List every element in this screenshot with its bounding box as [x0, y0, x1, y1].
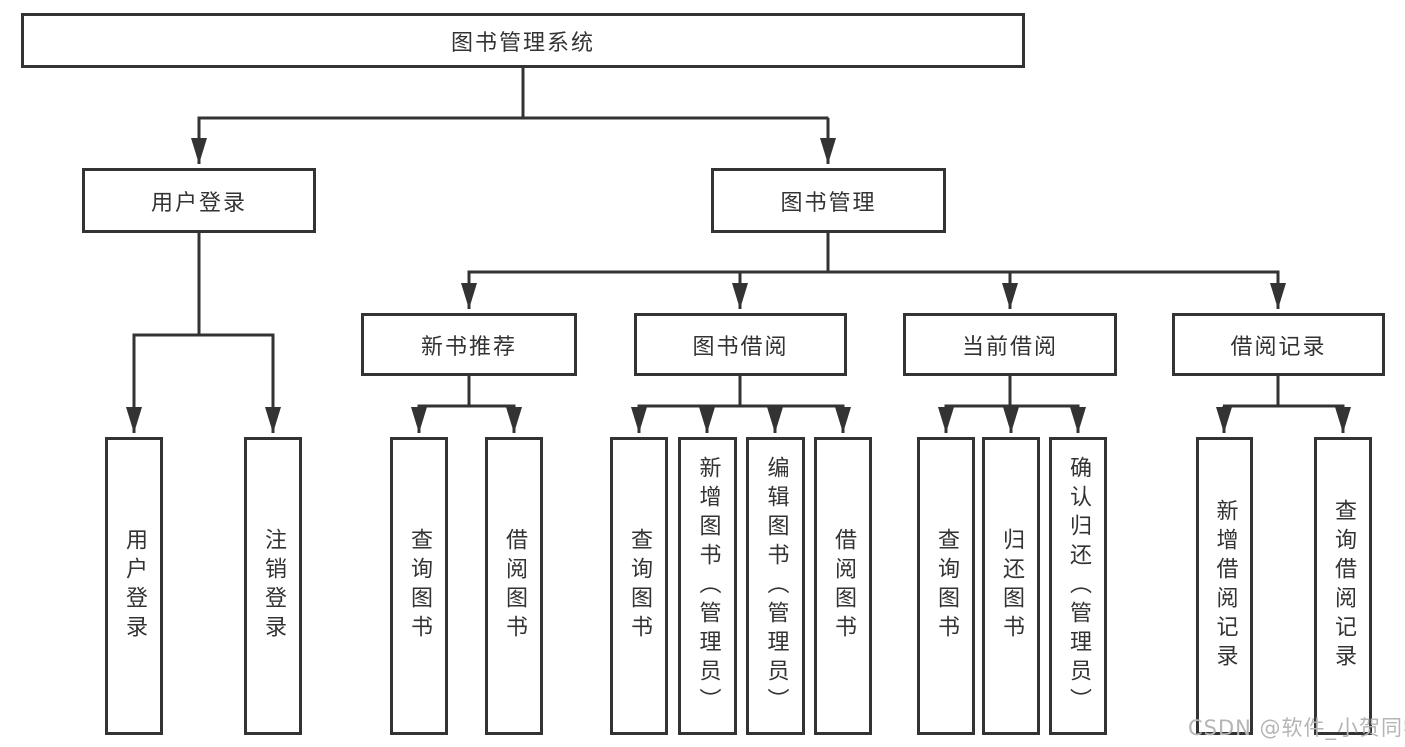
node-current-borrow-label: 当前借阅	[961, 334, 1058, 360]
node-book-borrow-label: 图书借阅	[692, 334, 789, 360]
node-root: 图书管理系统	[21, 13, 1025, 68]
leaf-query-books-recommend-label: 查询图书	[407, 528, 432, 644]
leaf-return-books: 归还图书	[982, 437, 1040, 735]
leaf-add-books-admin-label: 新增图书（管理员）	[695, 455, 721, 717]
leaf-borrow-books-recommend: 借阅图书	[485, 437, 543, 735]
leaf-confirm-return-admin-label: 确认归还（管理员）	[1066, 455, 1091, 717]
node-book-management-label: 图书管理	[780, 190, 877, 216]
leaf-user-login: 用户登录	[105, 437, 163, 735]
leaf-query-borrow-record: 查询借阅记录	[1314, 437, 1372, 735]
connector-book-borrow	[631, 376, 851, 433]
connector-user-login	[126, 233, 281, 433]
leaf-query-books-current: 查询图书	[917, 437, 975, 735]
node-book-borrow: 图书借阅	[634, 313, 847, 376]
connector-current-borrow	[938, 376, 1086, 433]
connector-borrow-records	[1216, 376, 1351, 433]
leaf-user-login-label: 用户登录	[122, 528, 147, 644]
leaf-logout-label: 注销登录	[261, 528, 286, 644]
leaf-borrow-books: 借阅图书	[814, 437, 872, 735]
csdn-watermark: CSDN @软件_小贺同学	[1188, 716, 1405, 740]
leaf-edit-books-admin-label: 编辑图书（管理员）	[763, 455, 789, 717]
connector-root	[191, 68, 836, 164]
leaf-add-borrow-record: 新增借阅记录	[1196, 437, 1253, 735]
leaf-query-borrow-record-label: 查询借阅记录	[1331, 499, 1356, 673]
node-user-login: 用户登录	[82, 168, 316, 233]
leaf-query-books-borrow-label: 查询图书	[627, 528, 652, 644]
node-borrow-records-label: 借阅记录	[1230, 334, 1327, 360]
leaf-confirm-return-admin: 确认归还（管理员）	[1049, 437, 1107, 735]
leaf-borrow-books-recommend-label: 借阅图书	[502, 528, 527, 644]
leaf-query-books-recommend: 查询图书	[390, 437, 448, 735]
leaf-add-borrow-record-label: 新增借阅记录	[1212, 499, 1238, 673]
leaf-query-books-current-label: 查询图书	[934, 528, 959, 644]
connector-new-book-recommend	[411, 376, 522, 433]
node-root-label: 图书管理系统	[450, 30, 595, 56]
node-new-book-recommend: 新书推荐	[361, 313, 577, 376]
leaf-logout: 注销登录	[244, 437, 302, 735]
leaf-edit-books-admin: 编辑图书（管理员）	[746, 437, 805, 735]
connector-book-management	[461, 233, 1286, 309]
node-new-book-recommend-label: 新书推荐	[420, 334, 517, 360]
leaf-add-books-admin: 新增图书（管理员）	[678, 437, 737, 735]
node-borrow-records: 借阅记录	[1172, 313, 1385, 376]
leaf-query-books-borrow: 查询图书	[610, 437, 668, 735]
node-current-borrow: 当前借阅	[903, 313, 1117, 376]
node-book-management: 图书管理	[711, 168, 946, 233]
leaf-borrow-books-label: 借阅图书	[831, 528, 856, 644]
node-user-login-label: 用户登录	[150, 190, 247, 216]
leaf-return-books-label: 归还图书	[999, 528, 1024, 644]
